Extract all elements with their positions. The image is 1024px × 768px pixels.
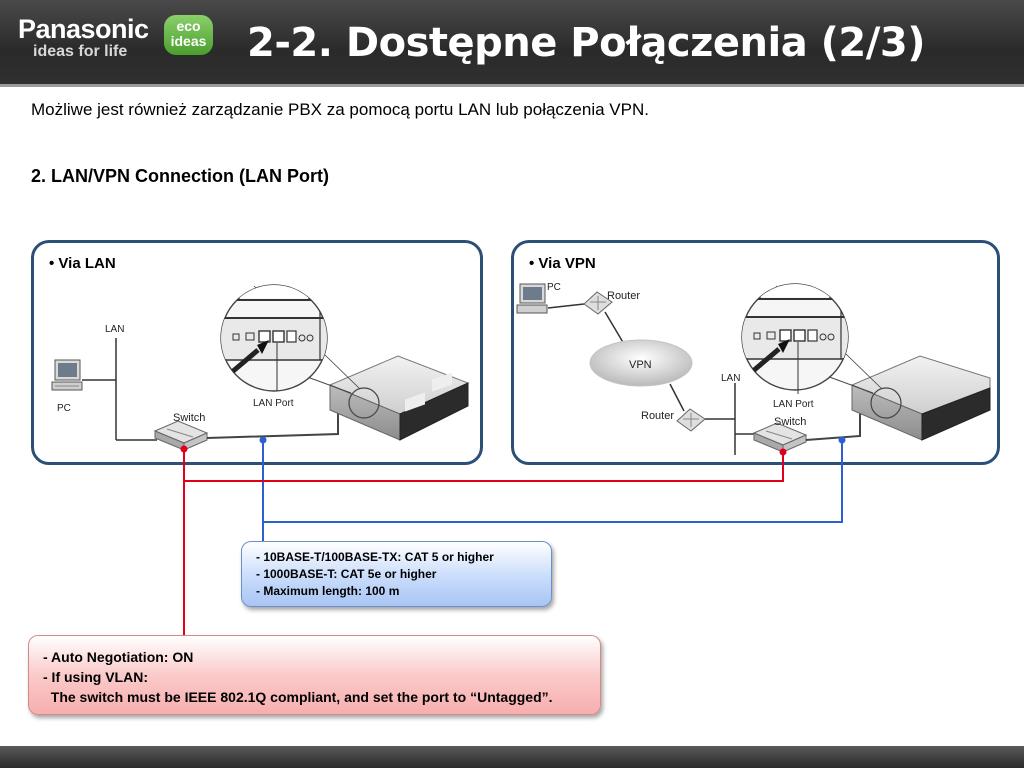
note-line: - Maximum length: 100 m bbox=[256, 584, 400, 598]
eco-badge-line-1: eco bbox=[176, 18, 201, 34]
eco-badge-line-2: ideas bbox=[170, 33, 207, 49]
cable-requirements-note: - 10BASE-T/100BASE-TX: CAT 5 or higher -… bbox=[241, 541, 552, 607]
logo-tagline: ideas for life bbox=[33, 43, 128, 60]
eco-ideas-badge: eco ideas bbox=[164, 15, 213, 55]
footer-bar bbox=[0, 746, 1024, 768]
via-lan-panel: • Via LAN bbox=[31, 240, 483, 465]
page-title: 2-2. Dostępne Połączenia (2/3) bbox=[247, 20, 926, 66]
via-lan-title: • Via LAN bbox=[49, 255, 116, 272]
section-heading: 2. LAN/VPN Connection (LAN Port) bbox=[31, 166, 329, 186]
note-line: - 10BASE-T/100BASE-TX: CAT 5 or higher bbox=[256, 550, 494, 564]
note-line: The switch must be IEEE 802.1Q compliant… bbox=[43, 689, 553, 705]
note-line: - If using VLAN: bbox=[43, 669, 148, 685]
note-line: - Auto Negotiation: ON bbox=[43, 649, 194, 665]
via-vpn-panel: • Via VPN bbox=[511, 240, 1000, 465]
via-vpn-label: Via VPN bbox=[538, 255, 596, 272]
note-line: - 1000BASE-T: CAT 5e or higher bbox=[256, 567, 437, 581]
via-vpn-title: • Via VPN bbox=[529, 255, 596, 272]
intro-text: Możliwe jest również zarządzanie PBX za … bbox=[31, 100, 649, 119]
switch-requirements-note: - Auto Negotiation: ON - If using VLAN: … bbox=[28, 635, 601, 715]
panasonic-logo: Panasonic bbox=[18, 14, 149, 44]
via-lan-label: Via LAN bbox=[58, 255, 116, 272]
title-bar-divider bbox=[0, 84, 1024, 87]
